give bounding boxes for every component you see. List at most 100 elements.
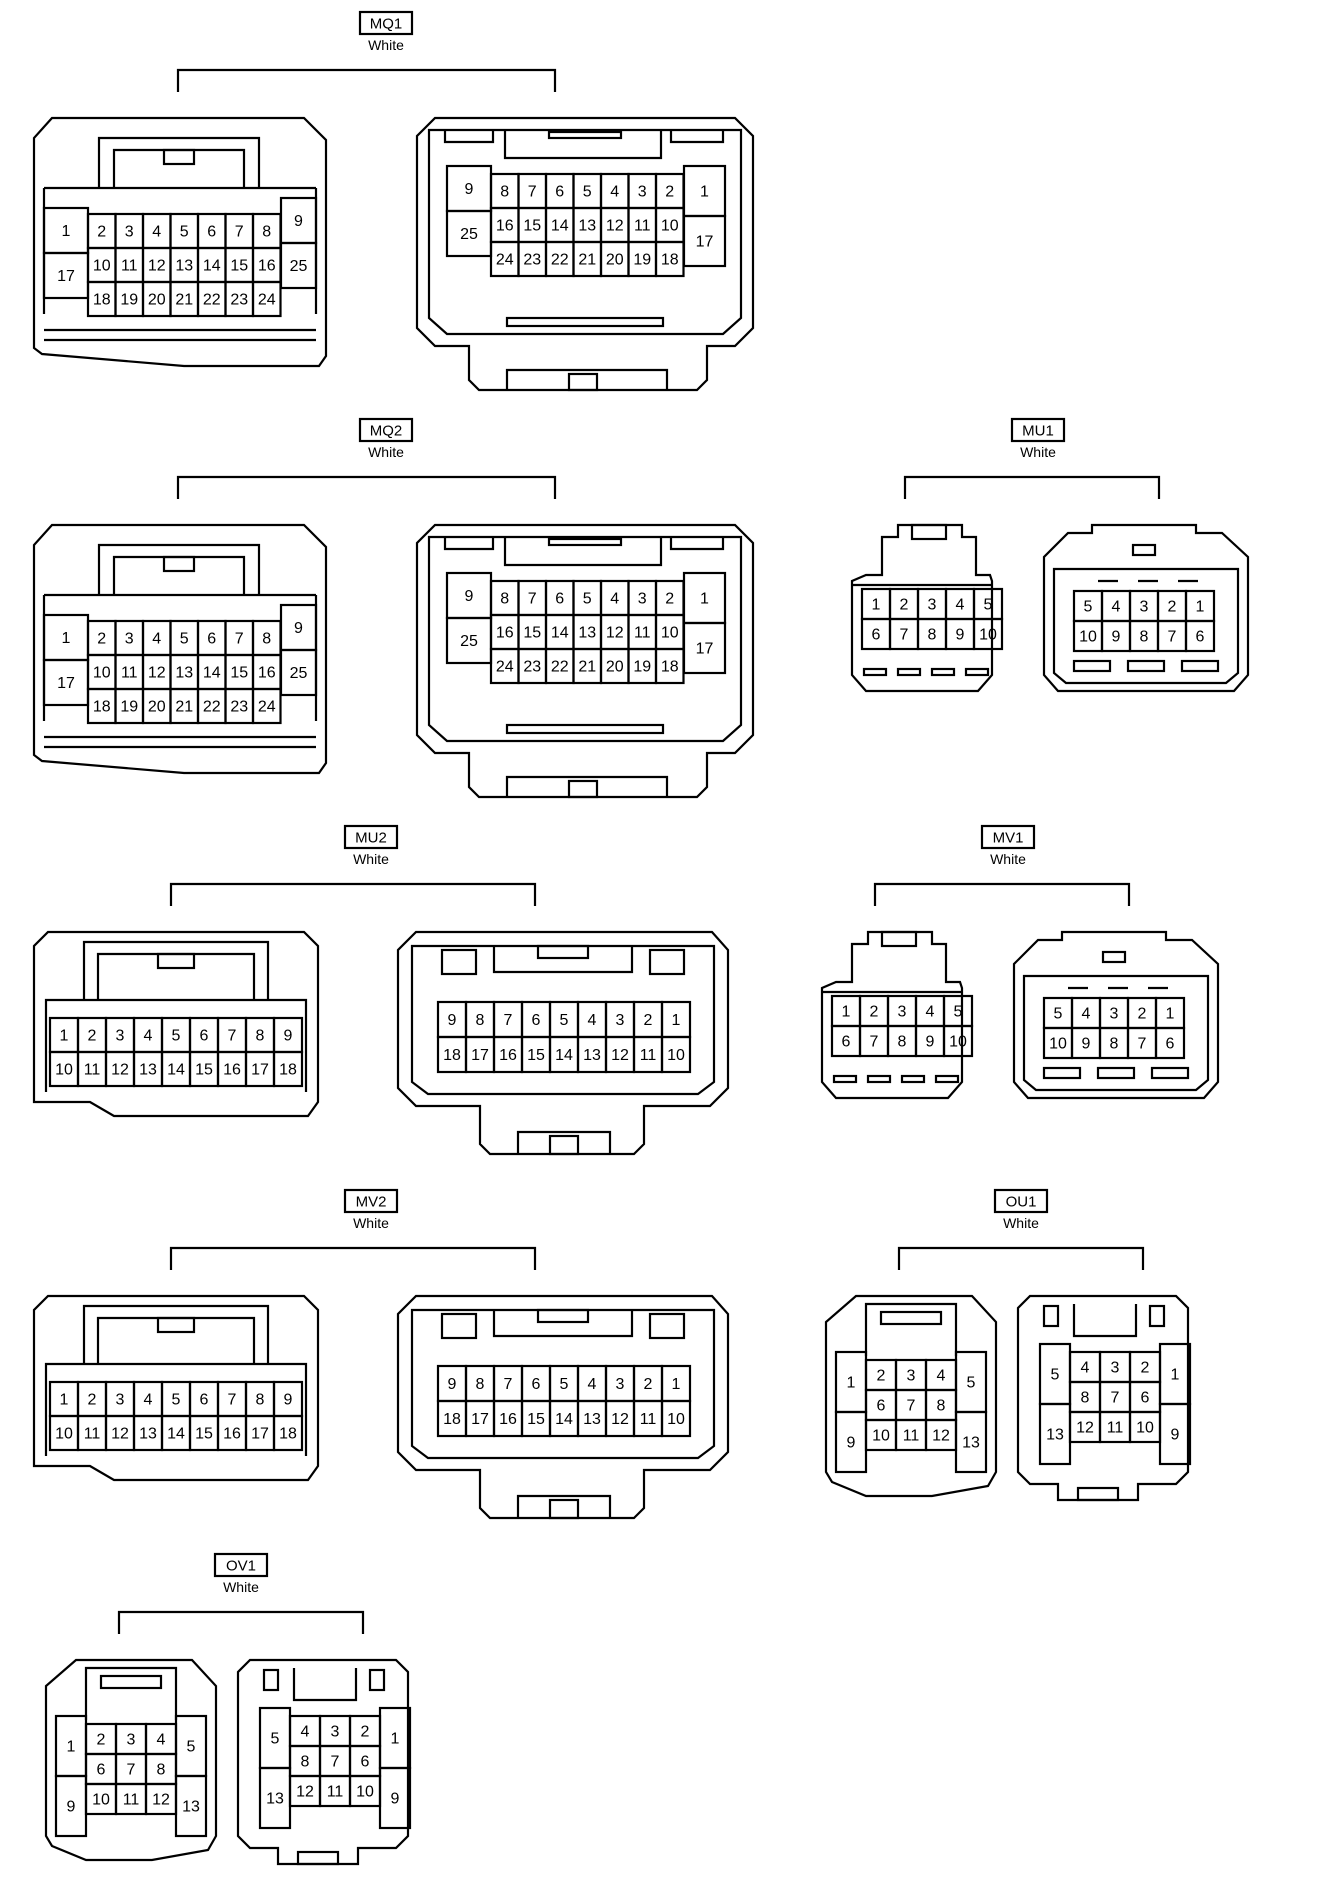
pin-number: 23 (523, 252, 541, 269)
pin-number: 8 (1140, 629, 1149, 646)
pin-number: 5 (180, 631, 189, 648)
pin-number: 9 (284, 1392, 293, 1409)
pin-number: 14 (551, 625, 569, 642)
pin-number: 2 (97, 224, 106, 241)
pin-number: 2 (88, 1028, 97, 1045)
pin-number: 10 (1136, 1420, 1154, 1437)
pin-number: 24 (496, 659, 514, 676)
pin-number: 8 (500, 184, 509, 201)
pin-number: 11 (121, 258, 138, 275)
pin-number: 3 (1140, 599, 1149, 616)
pin-number: 8 (476, 1376, 485, 1393)
pin-number: 11 (1107, 1420, 1124, 1437)
pin-number: 16 (223, 1062, 241, 1079)
pin-number: 11 (121, 665, 138, 682)
pin-number: 12 (148, 665, 166, 682)
pin-number: 8 (1081, 1390, 1090, 1407)
pin-number: 7 (870, 1034, 879, 1051)
pairing-bracket (903, 475, 1161, 499)
pairing-bracket (176, 68, 557, 92)
pin-number: 15 (195, 1426, 213, 1443)
pin-number: 9 (926, 1034, 935, 1051)
pin-number: 3 (125, 224, 134, 241)
pin-number: 12 (932, 1428, 950, 1445)
pin-number: 9 (391, 1791, 400, 1808)
pin-number: 23 (523, 659, 541, 676)
pin-number: 3 (116, 1392, 125, 1409)
pin-number: 3 (116, 1028, 125, 1045)
pin-number: 1 (847, 1375, 856, 1392)
pairing-bracket (176, 475, 557, 499)
pin-number: 6 (877, 1398, 886, 1415)
pin-number: 9 (294, 620, 303, 637)
pin-number: 19 (633, 252, 651, 269)
pin-number: 3 (1111, 1360, 1120, 1377)
pin-number: 1 (1171, 1367, 1180, 1384)
connector-id: MV1 (993, 830, 1024, 847)
pin-number: 14 (203, 258, 221, 275)
pin-number: 3 (125, 631, 134, 648)
connector-id: MQ1 (370, 16, 403, 33)
pin-number: 13 (266, 1791, 284, 1808)
pin-number: 15 (527, 1047, 545, 1064)
pin-number: 25 (460, 226, 478, 243)
pin-number: 4 (588, 1012, 597, 1029)
pin-number: 2 (1168, 599, 1177, 616)
pin-number: 20 (606, 659, 624, 676)
pin-number: 24 (258, 292, 276, 309)
pin-number: 10 (872, 1428, 890, 1445)
pin-number: 9 (465, 588, 474, 605)
pin-number: 6 (555, 591, 564, 608)
pin-number: 1 (67, 1739, 76, 1756)
pin-number: 15 (527, 1411, 545, 1428)
pin-number: 4 (588, 1376, 597, 1393)
pin-number: 10 (93, 665, 111, 682)
pin-number: 8 (937, 1398, 946, 1415)
pin-number: 15 (523, 625, 541, 642)
pin-number: 5 (1054, 1006, 1063, 1023)
connector-id: MV2 (356, 1194, 387, 1211)
pin-number: 15 (195, 1062, 213, 1079)
pin-number: 25 (290, 665, 308, 682)
pin-number: 12 (111, 1062, 129, 1079)
pin-number: 8 (898, 1034, 907, 1051)
pin-number: 4 (937, 1368, 946, 1385)
pin-number: 6 (842, 1034, 851, 1051)
pin-number: 21 (578, 659, 596, 676)
pin-number: 1 (672, 1376, 681, 1393)
pin-number: 24 (258, 699, 276, 716)
pin-number: 6 (207, 224, 216, 241)
pin-number: 16 (223, 1426, 241, 1443)
pin-number: 7 (900, 627, 909, 644)
pin-number: 6 (97, 1762, 106, 1779)
pin-number: 1 (62, 223, 71, 240)
pin-number: 11 (123, 1792, 140, 1809)
pin-number: 7 (331, 1754, 340, 1771)
pin-number: 21 (175, 292, 193, 309)
pin-number: 11 (84, 1062, 101, 1079)
pin-number: 7 (504, 1012, 513, 1029)
pin-number: 7 (235, 224, 244, 241)
pin-number: 12 (611, 1411, 629, 1428)
connector-id: OU1 (1006, 1194, 1037, 1211)
pin-number: 8 (262, 224, 271, 241)
pin-number: 2 (900, 597, 909, 614)
pin-number: 23 (230, 699, 248, 716)
pin-number: 5 (1051, 1367, 1060, 1384)
pin-number: 2 (665, 591, 674, 608)
pin-number: 3 (638, 591, 647, 608)
pin-number: 6 (200, 1392, 209, 1409)
pin-number: 4 (152, 224, 161, 241)
pin-number: 7 (528, 591, 537, 608)
connector-color: White (223, 1579, 259, 1595)
pin-number: 9 (465, 181, 474, 198)
